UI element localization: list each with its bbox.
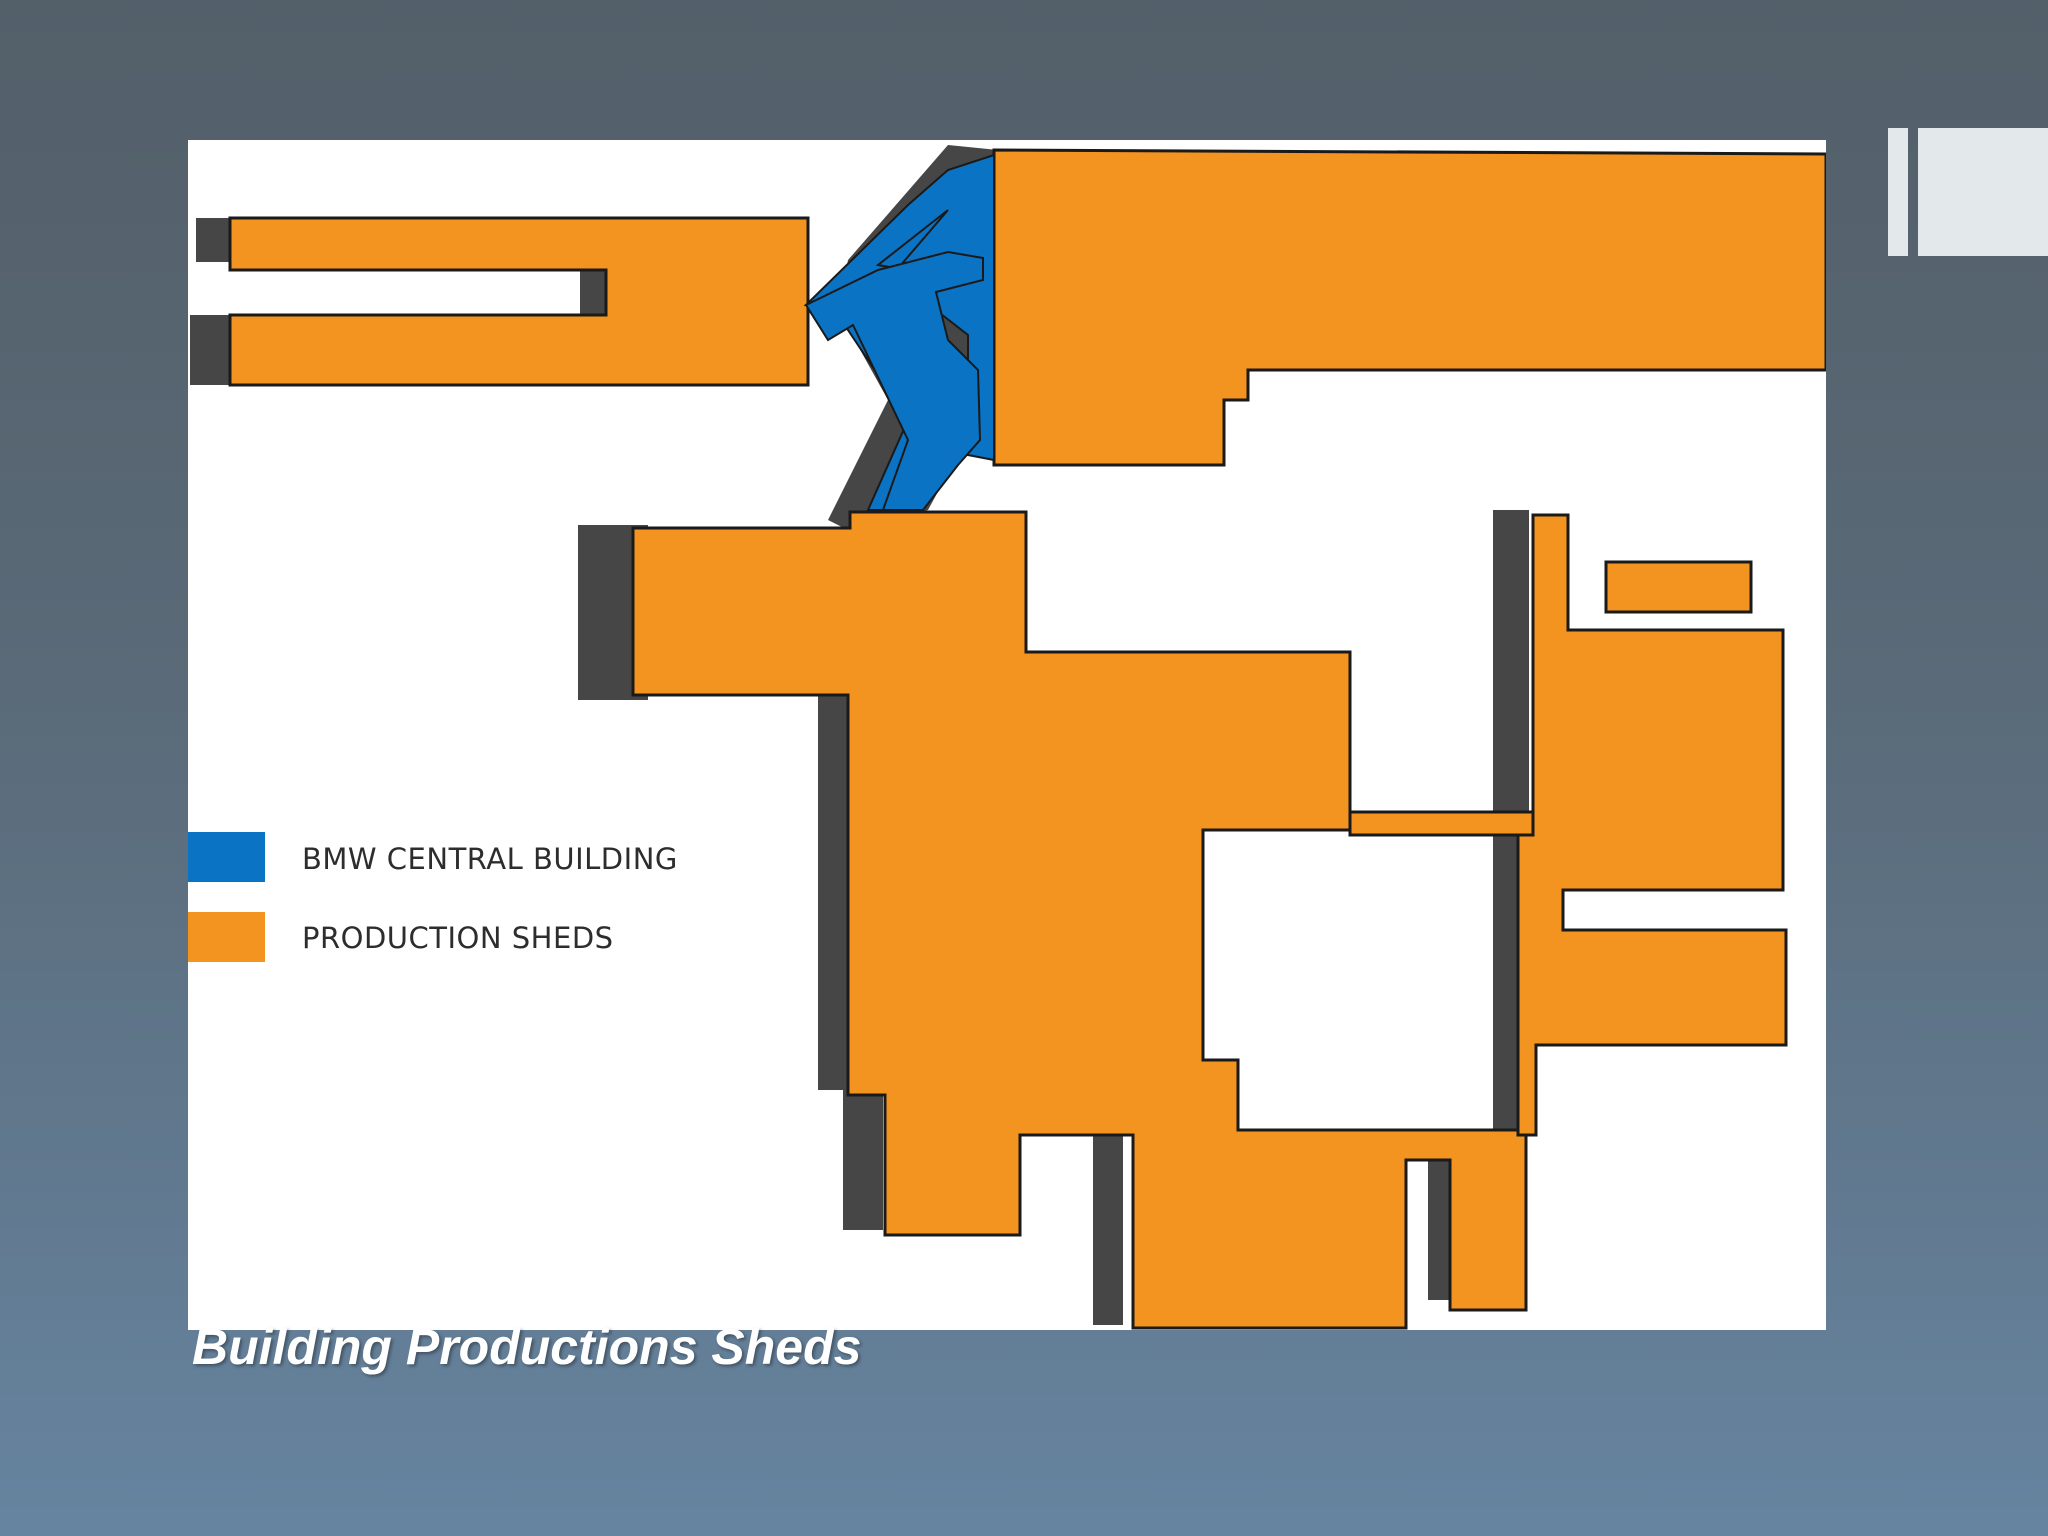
shadow-north-west-notch [580, 270, 606, 314]
shed-connector [1348, 810, 1535, 837]
production-sheds [228, 148, 1826, 1330]
central-building [803, 153, 995, 511]
legend: BMW CENTRAL BUILDING PRODUCTION SHEDS [188, 832, 678, 962]
corner-block [1918, 128, 2048, 256]
shadow-north-west-top [196, 218, 230, 262]
corner-decoration [1888, 128, 2048, 256]
central-building-core [804, 250, 984, 511]
shed-east-wing [1516, 513, 1788, 1137]
shadow-south-central [1093, 1135, 1123, 1325]
legend-swatch-sheds [188, 912, 265, 962]
legend-label-sheds: PRODUCTION SHEDS [302, 921, 614, 955]
legend-swatch-central [188, 832, 265, 882]
shed-north-east [992, 148, 1826, 467]
shadow-south-west [843, 1090, 883, 1230]
shed-main-complex [631, 510, 1528, 1330]
corner-bar [1888, 128, 1908, 256]
shadow-east-wing [1493, 510, 1529, 820]
site-plan: BMW CENTRAL BUILDING PRODUCTION SHEDS [188, 140, 1826, 1330]
site-plan-svg: BMW CENTRAL BUILDING PRODUCTION SHEDS [188, 145, 1826, 1330]
shed-north-west [228, 216, 810, 387]
shadow-main-west-edge [818, 690, 848, 1090]
slide-caption: Building Productions Sheds [192, 1319, 862, 1375]
shed-east-annex [1604, 560, 1753, 614]
shadow-north-west-bottom [190, 315, 230, 385]
legend-label-central: BMW CENTRAL BUILDING [302, 842, 678, 876]
